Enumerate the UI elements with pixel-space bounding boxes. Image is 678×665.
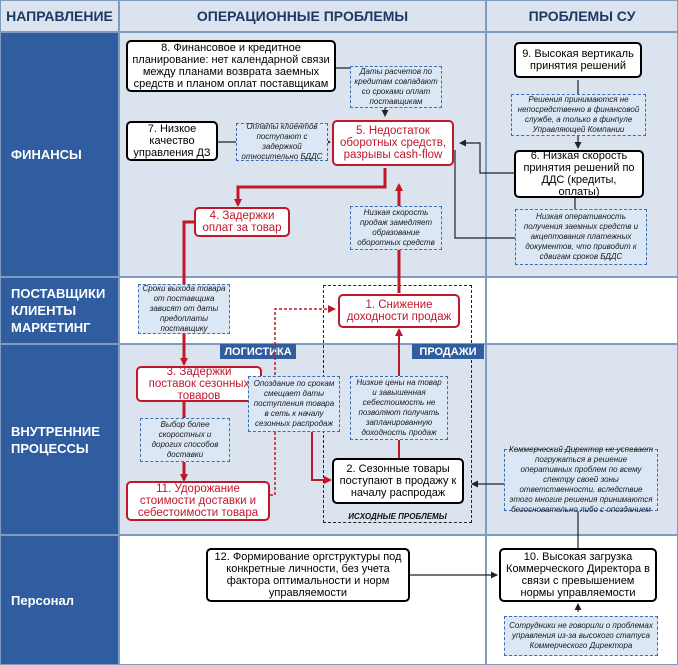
problem-6-box: 6. Низкая скорость принятия решений по Д… xyxy=(514,150,644,198)
initial-problems-caption: ИСХОДНЫЕ ПРОБЛЕМЫ xyxy=(348,512,447,521)
note-staff: Сотрудники не говорили о проблемах управ… xyxy=(504,616,658,656)
row-label-personnel: Персонал xyxy=(0,535,119,665)
problem-2-box: 2. Сезонные товары поступают в продажу к… xyxy=(332,458,464,504)
row-label-suppliers: ПОСТАВЩИКИ КЛИЕНТЫ МАРКЕТИНГ xyxy=(0,277,119,344)
note-dates: Даты расчетов по кредитам совпадают со с… xyxy=(350,66,442,108)
arrow-5-to-4 xyxy=(234,168,387,207)
problem-12-box: 12. Формирование оргструктуры под конкре… xyxy=(206,548,410,602)
note-supplier: Сроки выхода товара от поставщика завися… xyxy=(138,284,230,334)
note-low-speed: Низкая оперативность получения заемных с… xyxy=(515,209,647,265)
problem-9-box: 9. Высокая вертикаль принятия решений xyxy=(514,42,642,78)
header-control: ПРОБЛЕМЫ СУ xyxy=(486,0,678,32)
note-cd: Коммерческий Директор не успевает погруж… xyxy=(504,445,658,514)
note-delay: Опоздание по срокам смещает даты поступл… xyxy=(248,376,340,432)
arrow-6-to-5 xyxy=(459,139,515,174)
problem-11-box: 11. Удорожание стоимости доставки и себе… xyxy=(126,481,270,521)
problem-7-box: 7. Низкое качество управления ДЗ xyxy=(126,121,218,161)
note-prices: Низкие цены на товар и завышенная себест… xyxy=(350,376,448,440)
problem-5-box: 5. Недостаток оборотных средств, разрывы… xyxy=(332,120,454,166)
problem-3-box: 3. Задержки поставок сезонных товаров xyxy=(136,366,262,402)
note-payments: Оплаты клиентов поступают с задержкой от… xyxy=(236,122,328,161)
row-label-finance: ФИНАНСЫ xyxy=(0,32,119,277)
tag-sales: ПРОДАЖИ xyxy=(412,344,484,359)
problem-1-box: 1. Снижение доходности продаж xyxy=(338,294,460,328)
note-choice: Выбор более скоростных и дорогих способо… xyxy=(140,418,230,462)
note-decisions: Решения принимаются не непосредственно в… xyxy=(511,94,646,136)
row-label-internal: ВНУТРЕННИЕ ПРОЦЕССЫ xyxy=(0,344,119,535)
problem-8-box: 8. Финансовое и кредитное планирование: … xyxy=(126,40,336,92)
header-direction: НАПРАВЛЕНИЕ xyxy=(0,0,119,32)
header-operational: ОПЕРАЦИОННЫЕ ПРОБЛЕМЫ xyxy=(119,0,486,32)
problem-10-box: 10. Высокая загрузка Коммерческого Дирек… xyxy=(499,548,657,602)
problem-4-box: 4. Задержки оплат за товар xyxy=(194,207,290,237)
note-speed: Низкая скорость продаж замедляет образов… xyxy=(350,206,442,250)
band-suppliers-su xyxy=(486,277,678,344)
